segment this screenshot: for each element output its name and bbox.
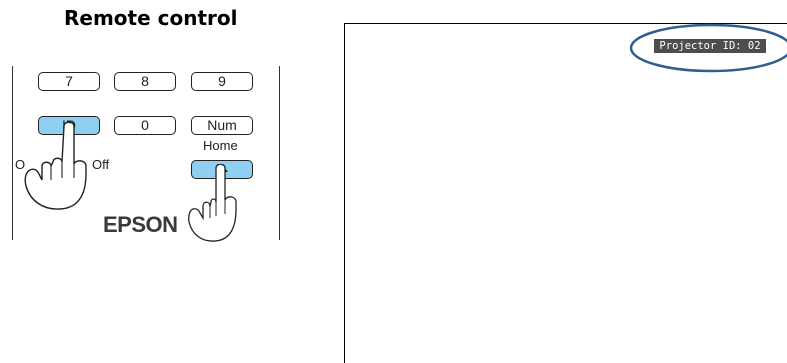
projection-screen bbox=[344, 23, 787, 363]
projector-id-display: Projector ID: 02 bbox=[654, 39, 766, 53]
highlight-ellipse bbox=[629, 23, 787, 73]
page-title: Remote control bbox=[64, 6, 238, 30]
hand-pointer-icon bbox=[24, 121, 87, 210]
brand-logo: EPSON bbox=[103, 212, 178, 237]
key-8[interactable]: 8 bbox=[114, 72, 176, 91]
on-label: O bbox=[15, 157, 26, 172]
key-7[interactable]: 7 bbox=[38, 72, 100, 91]
key-9[interactable]: 9 bbox=[191, 72, 253, 91]
remote-right-edge bbox=[279, 66, 280, 240]
home-label: Home bbox=[203, 138, 238, 153]
off-label: Off bbox=[92, 157, 110, 172]
hand-pointer-icon bbox=[188, 164, 237, 242]
key-0[interactable]: 0 bbox=[114, 116, 176, 135]
remote-left-edge bbox=[12, 66, 13, 240]
num-button[interactable]: Num bbox=[191, 116, 253, 135]
